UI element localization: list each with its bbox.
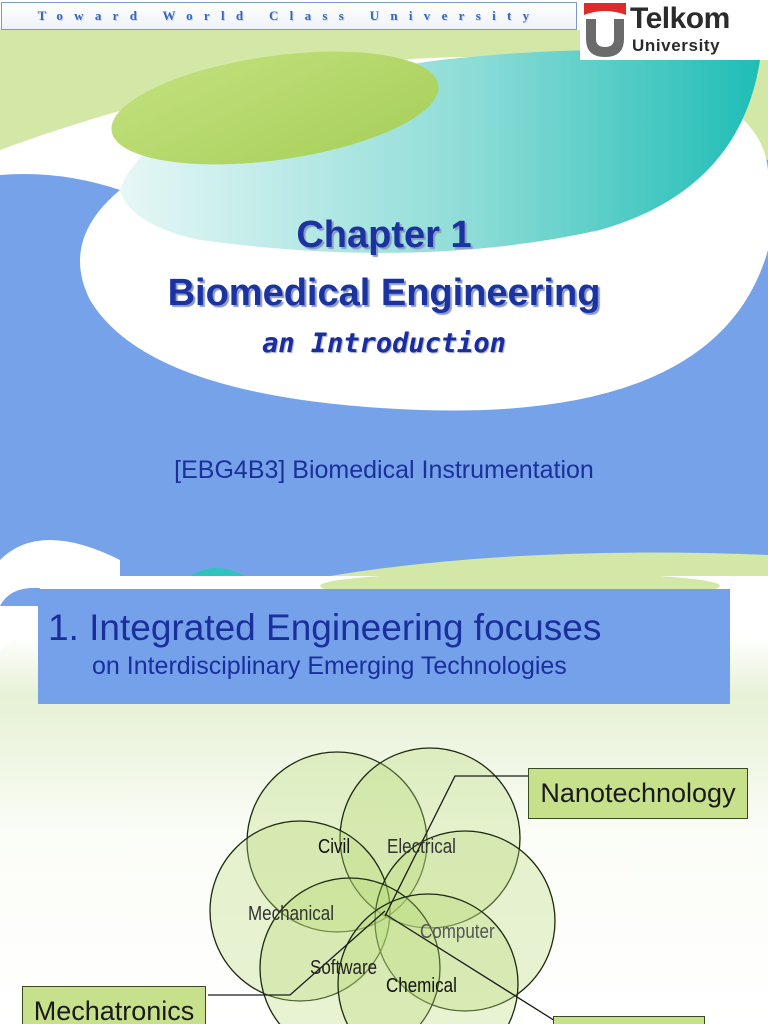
venn-circle-mechanical	[209, 820, 391, 1002]
engineering-venn-diagram	[208, 747, 561, 1024]
tagline-text: Toward World Class University	[37, 8, 541, 23]
venn-circle-chemical	[337, 893, 519, 1024]
venn-circle-software	[259, 877, 441, 1024]
heading-box: 1. Integrated Engineering focuses on Int…	[38, 589, 730, 704]
slide-heading: 1. Integrated Engineering focuses	[48, 607, 602, 648]
slide-subtitle: an Introduction	[262, 328, 506, 359]
logo-wordmark: Telkom	[630, 2, 730, 35]
label-software: Software	[310, 957, 378, 979]
mechatronics-callout: Mechatronics	[22, 986, 206, 1024]
label-electrical: Electrical	[387, 836, 456, 858]
callout-line-mechatronics	[208, 910, 386, 996]
content-slide: 1. Integrated Engineering focuses on Int…	[0, 576, 768, 1024]
tagline-banner: Toward World Class University	[1, 2, 577, 30]
label-computer: Computer	[420, 921, 495, 943]
partial-callout-box	[553, 1016, 705, 1024]
title-slide: Toward World Class University Telkom Uni…	[0, 0, 768, 576]
course-name: [EBG4B3] Biomedical Instrumentation	[174, 456, 594, 484]
label-civil: Civil	[318, 836, 351, 858]
callout-line-nanotechnology	[384, 775, 528, 917]
slide-subheading: on Interdisciplinary Emerging Technologi…	[92, 652, 567, 680]
nanotechnology-callout: Nanotechnology	[528, 768, 748, 819]
slide-title: Biomedical Engineering	[167, 272, 601, 314]
telkom-logo-mark-icon	[584, 3, 626, 57]
venn-circle-computer	[374, 830, 556, 1012]
slide-background-art	[0, 30, 768, 576]
label-mechanical: Mechanical	[248, 903, 334, 925]
label-chemical: Chemical	[386, 975, 457, 997]
telkom-university-logo: Telkom University	[580, 0, 768, 60]
callout-lines	[208, 775, 561, 1024]
chapter-title: Chapter 1	[296, 214, 472, 256]
callout-line-bottom-right	[384, 913, 561, 1024]
logo-subtitle: University	[632, 36, 721, 55]
